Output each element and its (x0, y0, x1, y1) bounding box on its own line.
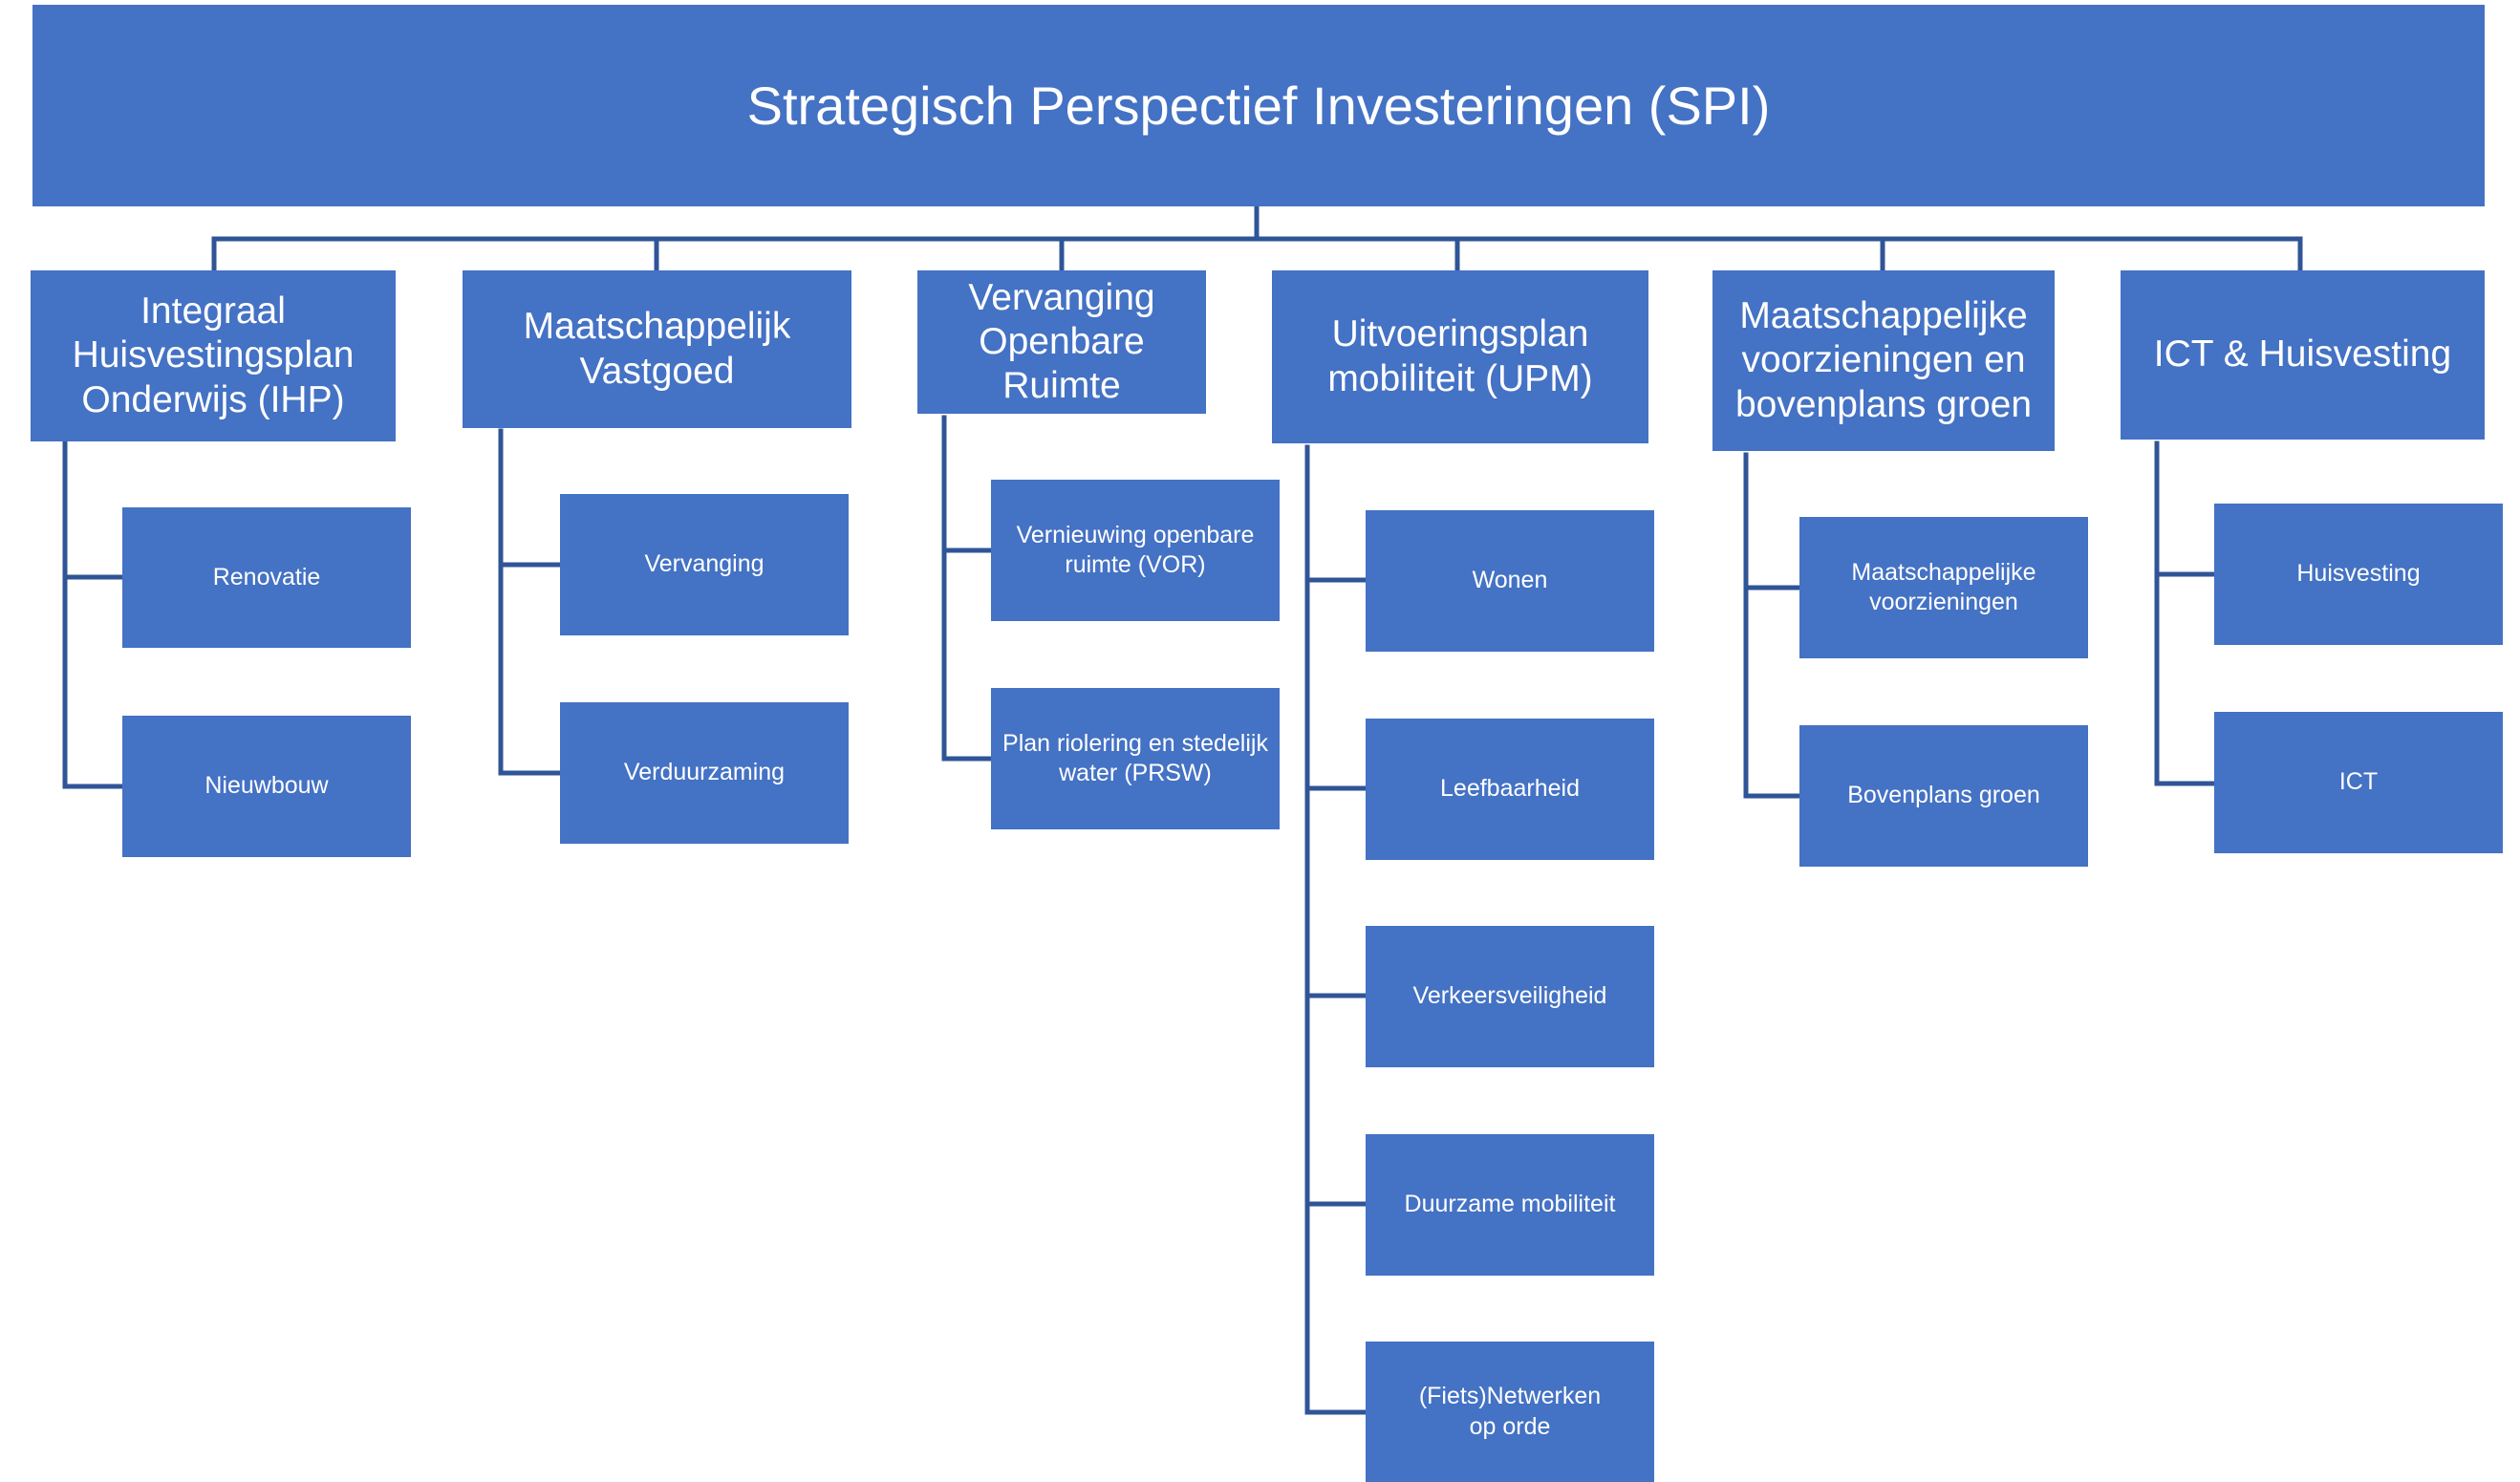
node-fietsnetwerken: (Fiets)Netwerken op orde (1366, 1342, 1654, 1482)
node-verkeersveiligheid: Verkeersveiligheid (1366, 926, 1654, 1067)
node-prsw: Plan riolering en stedelijk water (PRSW) (991, 688, 1280, 829)
root-node: Strategisch Perspectief Investeringen (S… (32, 5, 2485, 206)
node-ihp: Integraal Huisvestingsplan Onderwijs (IH… (31, 270, 396, 441)
node-wonen: Wonen (1366, 510, 1654, 652)
node-verduurzaming: Verduurzaming (560, 702, 849, 844)
node-bovenplans-groen: Bovenplans groen (1799, 725, 2088, 867)
node-upm: Uitvoeringsplan mobiliteit (UPM) (1272, 270, 1648, 443)
node-vervanging-openbare-ruimte: Vervanging Openbare Ruimte (917, 270, 1206, 414)
node-maatschappelijke-voorzieningen-groen: Maatschappelijke voorzieningen en bovenp… (1712, 270, 2055, 451)
node-renovatie: Renovatie (122, 507, 411, 648)
node-ict-huisvesting: ICT & Huisvesting (2121, 270, 2485, 440)
node-maatschappelijk-vastgoed: Maatschappelijk Vastgoed (463, 270, 851, 428)
node-maatschappelijke-voorzieningen: Maatschappelijke voorzieningen (1799, 517, 2088, 658)
node-nieuwbouw: Nieuwbouw (122, 716, 411, 857)
node-vor: Vernieuwing openbare ruimte (VOR) (991, 480, 1280, 621)
node-duurzame-mobiliteit: Duurzame mobiliteit (1366, 1134, 1654, 1276)
node-leefbaarheid: Leefbaarheid (1366, 719, 1654, 860)
node-ict: ICT (2214, 712, 2503, 853)
node-huisvesting: Huisvesting (2214, 504, 2503, 645)
node-vervanging: Vervanging (560, 494, 849, 635)
